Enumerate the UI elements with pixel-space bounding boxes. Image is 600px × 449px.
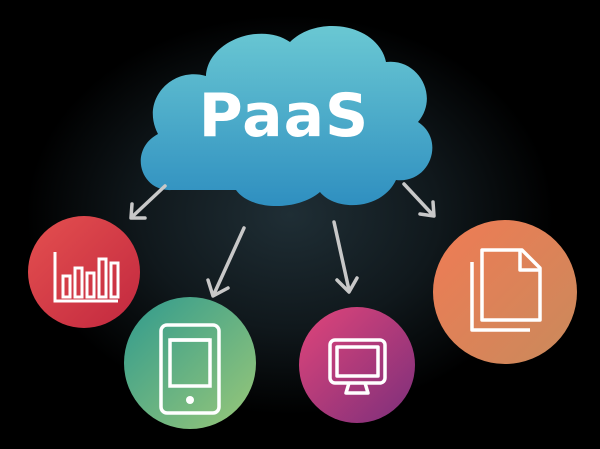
arrows xyxy=(129,182,436,298)
node-analytics xyxy=(28,216,140,328)
tablet-circle xyxy=(124,297,256,429)
arrow-to-tablet xyxy=(206,226,246,298)
node-documents xyxy=(433,220,577,364)
desktop-circle xyxy=(299,307,415,423)
paas-cloud: PaaS xyxy=(140,25,433,207)
arrow-to-documents xyxy=(402,182,436,218)
cloud-label: PaaS xyxy=(199,81,370,151)
analytics-circle xyxy=(28,216,140,328)
tablet-icon xyxy=(159,323,221,415)
documents-circle xyxy=(433,220,577,364)
node-tablet xyxy=(124,297,256,429)
monitor-icon xyxy=(328,338,387,395)
bar-chart-icon xyxy=(53,252,120,303)
tablet-home-button xyxy=(186,396,194,404)
arrow-to-analytics xyxy=(129,184,167,220)
arrow-to-desktop xyxy=(332,220,359,294)
documents-icon xyxy=(470,248,542,332)
node-desktop xyxy=(299,307,415,423)
